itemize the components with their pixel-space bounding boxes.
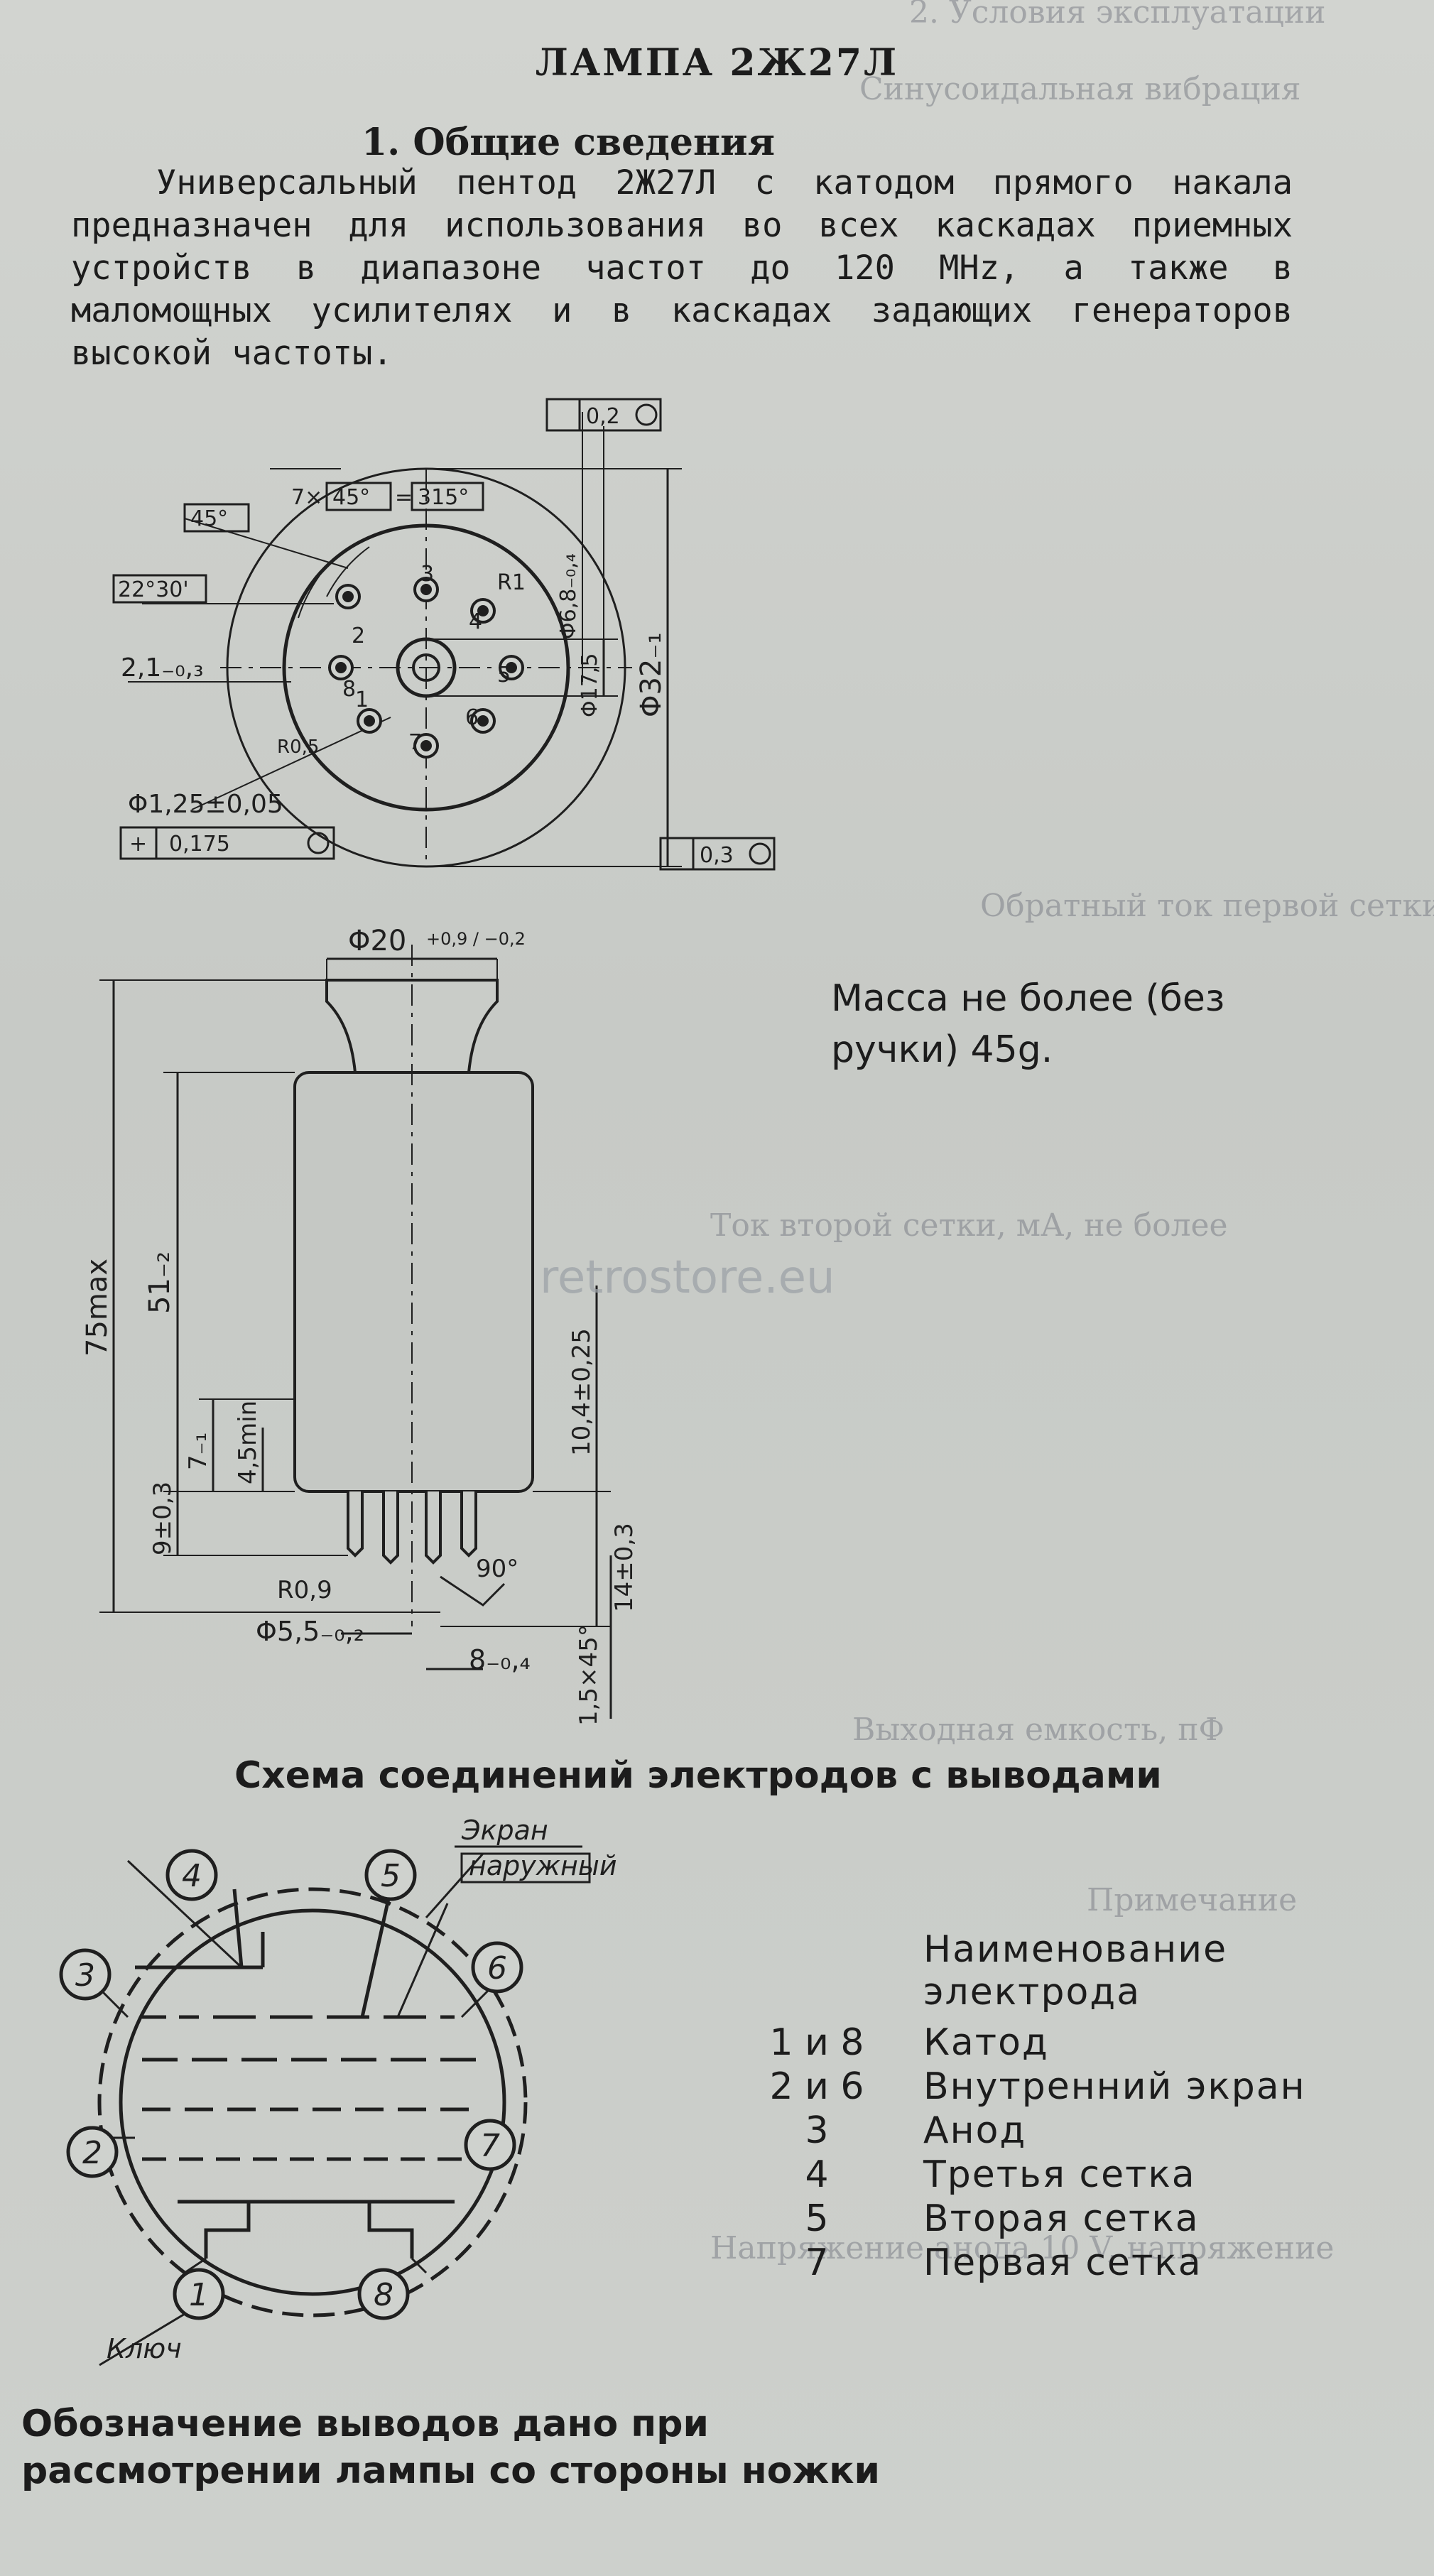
- pin-diameter: Φ1,25±0,05: [128, 790, 283, 819]
- page-title: ЛАМПА 2Ж27Л: [535, 41, 899, 85]
- bleed-through-text: Синусоидальная вибрация: [859, 71, 1301, 107]
- section-heading: 1. Общие сведения: [361, 121, 776, 164]
- base-pin-label: 4: [469, 609, 482, 634]
- len-7: 7₋₁: [184, 1433, 212, 1470]
- len-51: 51₋₂: [143, 1251, 176, 1314]
- scheme-pin-label: 1: [189, 2277, 209, 2313]
- base-pin-label: 2: [352, 624, 365, 648]
- pin-view-footnote: Обозначение выводов дано при рассмотрени…: [21, 2401, 880, 2494]
- legend-pin: 2 и 6: [769, 2065, 864, 2108]
- intro-text: Универсальный пентод 2Ж27Л с катодом пря…: [71, 163, 1293, 373]
- section-number: 1: [361, 121, 388, 164]
- label-ekran: Экран: [461, 1815, 548, 1846]
- legend-row: 3 Анод: [710, 2109, 1434, 2153]
- angle-equals: =: [395, 485, 413, 510]
- bleed-through-text: Выходная емкость, пФ: [852, 1712, 1225, 1748]
- legend-electrode: Внутренний экран: [923, 2065, 1306, 2108]
- angle-multi: 45°: [332, 485, 370, 510]
- bleed-through-text: 2. Условия эксплуатации: [909, 0, 1326, 31]
- legend-pin: 7: [805, 2241, 829, 2284]
- radius-r05: R0,5: [277, 737, 319, 758]
- intro-paragraph: Универсальный пентод 2Ж27Л с катодом пря…: [71, 162, 1293, 375]
- position-tol-symbol: +: [129, 832, 147, 857]
- bleed-through-text: Ток второй сетки, мА, не более: [710, 1207, 1228, 1244]
- legend-row: 5 Вторая сетка: [710, 2197, 1434, 2241]
- legend-electrode: Вторая сетка: [923, 2197, 1200, 2240]
- connection-scheme: 1 2 3 4 5 6 7 8 Экран наружный Ключ: [59, 1815, 617, 2366]
- scheme-pin-label: 3: [75, 1957, 95, 1994]
- base-pin-label: 3: [420, 562, 434, 587]
- base-pin-label: 1: [355, 688, 369, 712]
- electrode-legend: Наименование электрода 1 и 8 Катод 2 и 6…: [710, 1928, 1434, 2285]
- mass-note: Масса не более (без ручки) 45g.: [831, 977, 1225, 1071]
- len-8: 8₋₀,₄: [469, 1644, 531, 1675]
- radius-r1: R1: [497, 570, 526, 595]
- legend-electrode: Анод: [923, 2109, 1027, 2152]
- scheme-pin-label: 8: [374, 2277, 393, 2313]
- dia-top-tol: +0,9 / −0,2: [426, 929, 526, 949]
- len-75: 75max: [81, 1259, 114, 1357]
- scheme-title: Схема соединений электродов с выводами: [234, 1754, 1162, 1797]
- legend-row: 1 и 8 Катод: [710, 2021, 1434, 2065]
- dia-55: Φ5,5₋₀,₂: [256, 1616, 364, 1647]
- dia-mid: Φ17,5: [577, 653, 602, 717]
- footnote-line: рассмотрении лампы со стороны ножки: [21, 2450, 880, 2492]
- dia-outer: Φ6,8₋₀,₄: [556, 553, 581, 639]
- dim-2-1: 2,1₋₀,₃: [121, 653, 204, 683]
- flatness-tol-1: 0,2: [586, 404, 620, 429]
- legend-electrode: Первая сетка: [923, 2241, 1202, 2284]
- chamfer: 1,5×45°: [575, 1624, 603, 1726]
- watermark: retrostore.eu: [540, 1251, 835, 1304]
- label-key: Ключ: [107, 2333, 182, 2364]
- legend-row: 2 и 6 Внутренний экран: [710, 2065, 1434, 2109]
- legend-electrode: Третья сетка: [923, 2153, 1196, 2196]
- legend-pin: 1 и 8: [769, 2021, 864, 2064]
- side-view-drawing: Φ20 +0,9 / −0,2 75max 51₋₂ 7₋₁ 4,5min 9±…: [81, 925, 639, 1726]
- dia-big: Φ32₋₁: [635, 632, 668, 717]
- angle-total: 315°: [418, 485, 469, 510]
- scheme-pin-label: 7: [480, 2128, 500, 2164]
- scheme-pin-label: 5: [381, 1858, 401, 1894]
- base-pin-label: 7: [408, 730, 422, 755]
- angle-multi-prefix: 7×: [291, 485, 322, 510]
- legend-electrode: Катод: [923, 2021, 1049, 2064]
- legend-pin: 5: [805, 2197, 829, 2240]
- legend-header: Наименование электрода: [923, 1928, 1228, 2013]
- base-pin-label: 5: [497, 663, 511, 688]
- bleed-through-text: Напряжение анода 10 V, напряжение: [710, 2230, 1335, 2266]
- scheme-pin-label: 2: [82, 2135, 102, 2171]
- legend-pin: 4: [805, 2153, 829, 2196]
- base-view-drawing: 1 2 3 4 5 6 7 8 0,2 0,3 7× 45° = 315° 45…: [112, 398, 776, 871]
- bleed-through-text: Обратный ток первой сетки: [980, 888, 1434, 924]
- angle-45: 45°: [190, 506, 228, 531]
- radius-r09: R0,9: [277, 1576, 332, 1604]
- legend-row: 4 Третья сетка: [710, 2153, 1434, 2197]
- section-title: Общие сведения: [413, 121, 776, 164]
- legend-row: 7 Первая сетка: [710, 2241, 1434, 2285]
- position-tol: 0,175: [169, 832, 230, 857]
- legend-pin: 3: [805, 2109, 829, 2152]
- base-pin-label: 6: [465, 705, 479, 730]
- len-45: 4,5min: [234, 1401, 262, 1484]
- flatness-tol-2: 0,3: [700, 843, 734, 868]
- angle-90: 90°: [476, 1555, 518, 1583]
- scheme-pin-label: 4: [182, 1858, 202, 1894]
- len-104: 10,4±0,25: [567, 1328, 596, 1456]
- footnote-line: Обозначение выводов дано при: [21, 2403, 709, 2445]
- label-naruzhny: наружный: [469, 1850, 617, 1881]
- len-9: 9±0,3: [148, 1482, 177, 1555]
- base-pin-label: 8: [342, 677, 356, 702]
- dia-top: Φ20: [348, 925, 406, 957]
- angle-22-30: 22°30': [118, 577, 189, 602]
- bleed-through-text: Примечание: [1087, 1882, 1298, 1918]
- scheme-pin-label: 6: [487, 1950, 507, 1987]
- len-14: 14±0,3: [610, 1523, 639, 1612]
